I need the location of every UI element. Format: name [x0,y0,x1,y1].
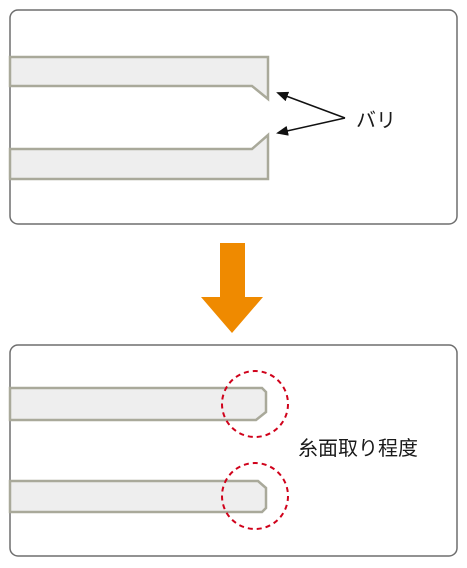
transition-down-arrow [201,243,263,333]
top-upper-plate-burr [8,55,270,102]
burr-callout-arrow-upper [276,91,346,119]
bottom-upper-plate-chamfered [8,386,268,422]
bottom-lower-plate-chamfered [8,479,268,514]
chamfer-label: 糸面取り程度 [298,436,418,460]
chamfer-highlight-circle-lower [221,462,289,530]
burr-callout-arrow-lower [276,117,346,136]
bottom-panel: 糸面取り程度 [8,344,458,557]
burr-label: バリ [356,108,396,132]
top-panel: バリ [8,9,458,225]
top-lower-plate-burr [8,132,270,181]
chamfer-highlight-circle-upper [221,370,289,438]
